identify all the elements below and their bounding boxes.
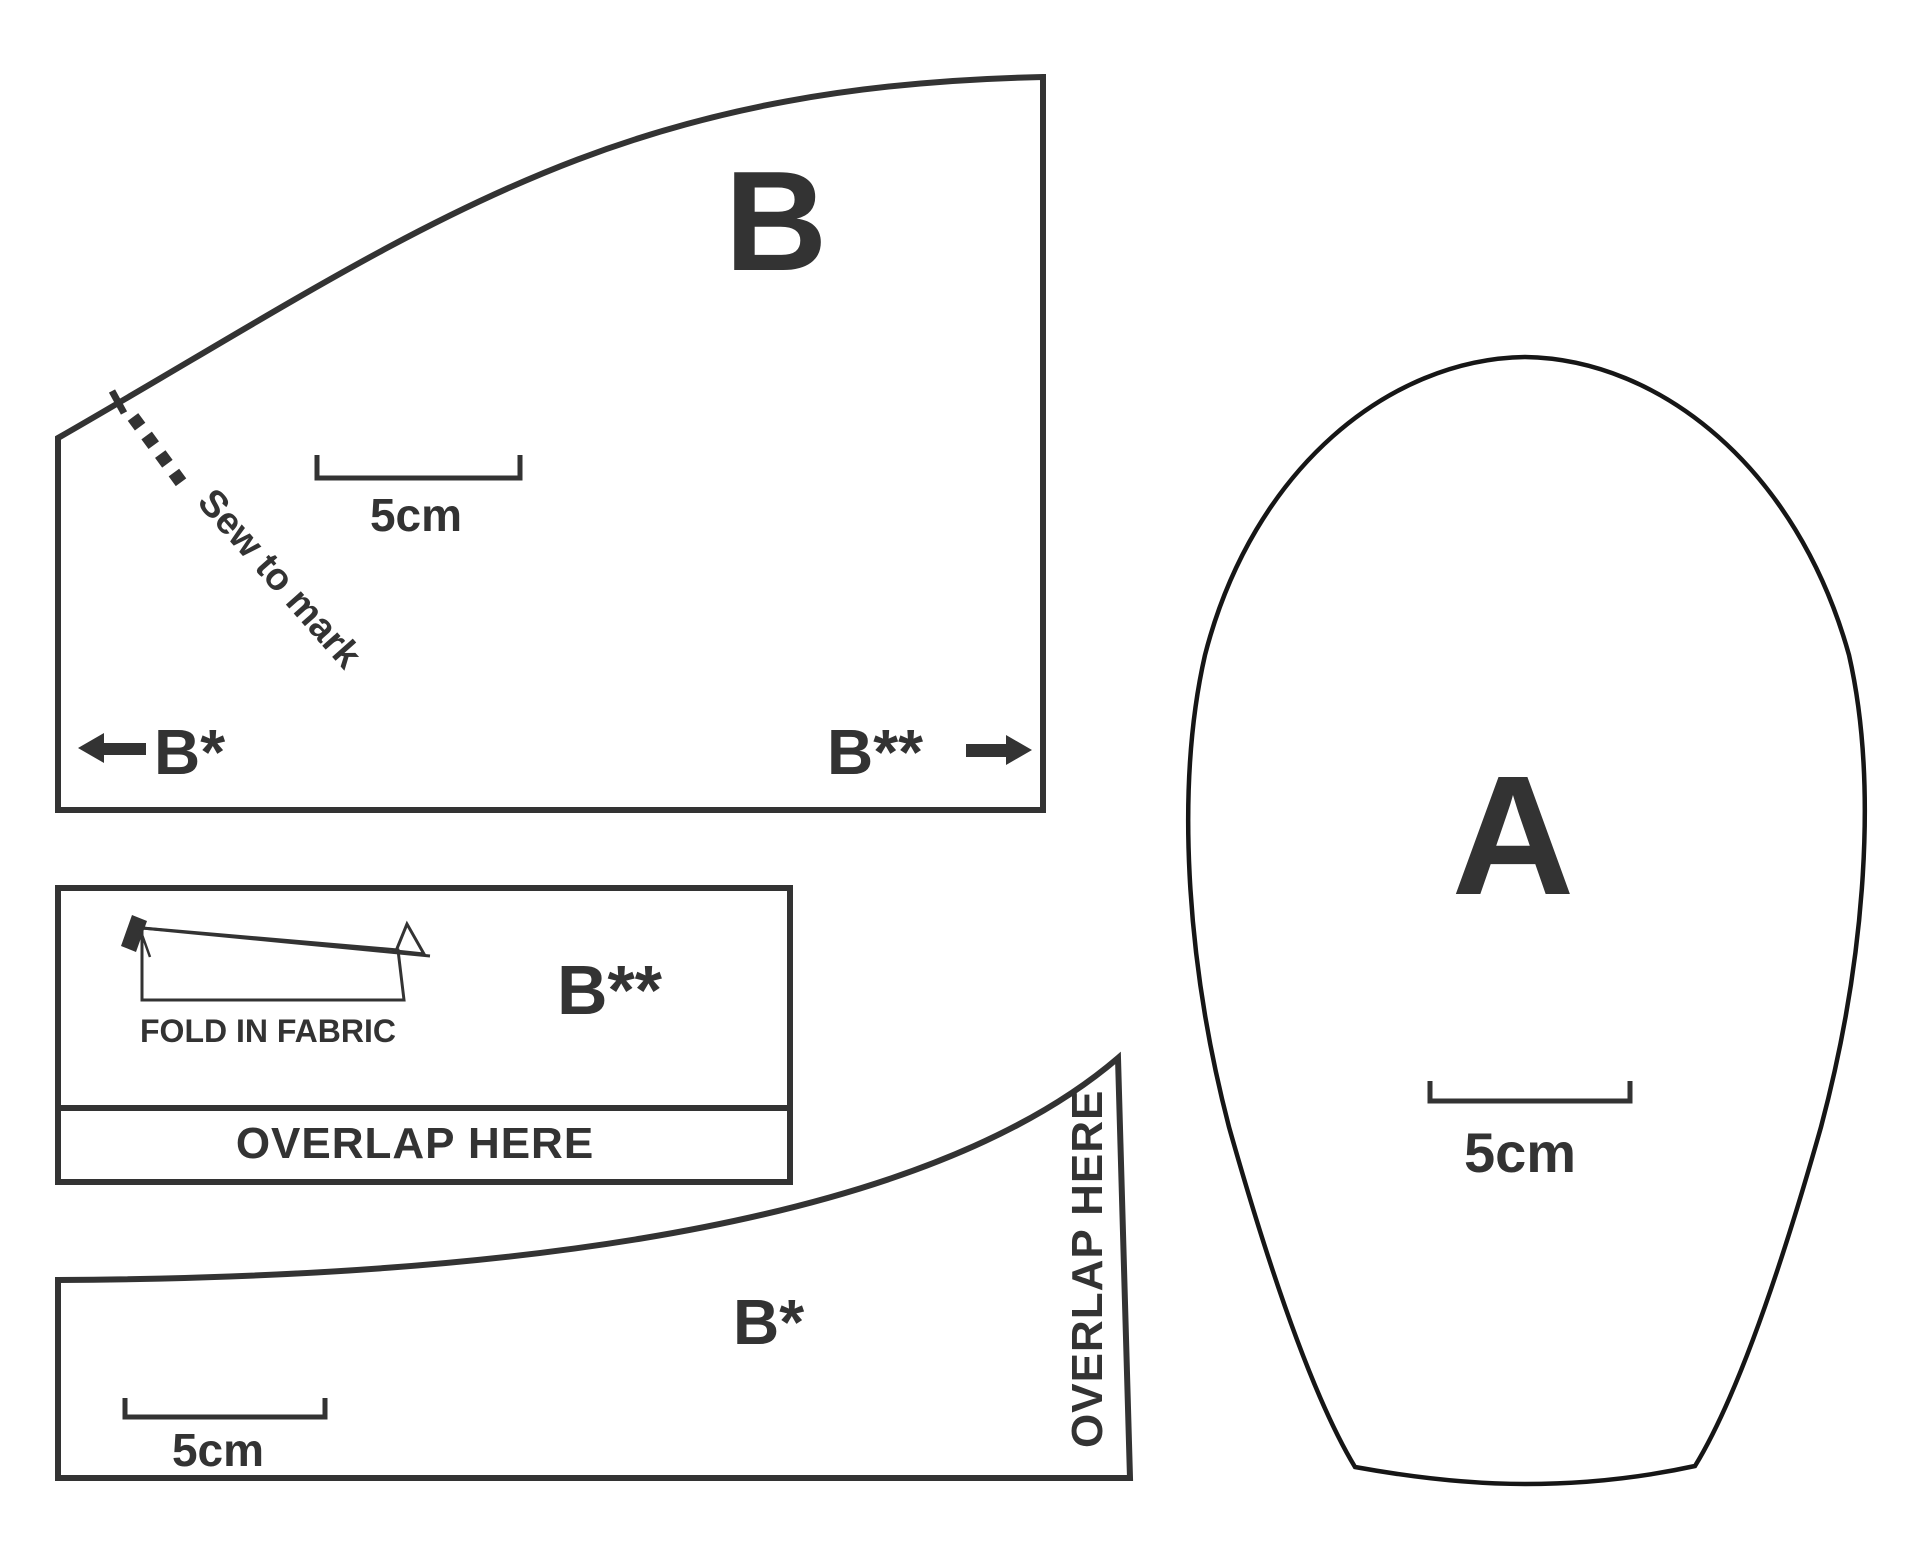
piece-b-outline <box>55 73 1046 813</box>
fold-right-triangle <box>393 920 427 956</box>
piece-b: Sew to mark 5cm B B* B** <box>55 73 1046 813</box>
piece-a-outline <box>1186 354 1868 1487</box>
piece-b-scale-label: 5cm <box>370 489 462 541</box>
left-arrow-icon <box>78 733 146 763</box>
piece-b-bottom-left-label: B* <box>154 716 225 788</box>
fold-flag-tail <box>138 928 152 958</box>
piece-b-star-scale-label: 5cm <box>172 1424 264 1476</box>
piece-b-bottom-right-label: B** <box>827 716 923 788</box>
panel-overlap-label: OVERLAP HERE <box>236 1119 594 1168</box>
fold-in-fabric-icon <box>121 915 431 1002</box>
piece-b-star-overlap-label: OVERLAP HERE <box>1063 1090 1112 1448</box>
panel-body <box>55 885 793 1111</box>
sew-dashed-line <box>127 413 192 493</box>
piece-b-star-scale-bar <box>122 1398 328 1420</box>
piece-b-label: B <box>725 142 828 301</box>
panel-piece-label: B** <box>557 951 663 1029</box>
piece-b-scale-bar <box>314 455 523 481</box>
sew-notch-tick <box>108 389 128 415</box>
fold-body <box>140 926 406 1002</box>
piece-a-scale-bar <box>1427 1081 1633 1104</box>
piece-b-star: B* OVERLAP HERE 5cm <box>55 1051 1134 1481</box>
panel-overlap-strip <box>55 1105 793 1185</box>
piece-a-scale-label: 5cm <box>1464 1121 1576 1184</box>
piece-b-star-outline <box>55 1051 1134 1481</box>
piece-a: A 5cm <box>1186 354 1868 1487</box>
fold-flag <box>121 915 147 952</box>
piece-b-star-label: B* <box>733 1286 804 1358</box>
fold-note-label: FOLD IN FABRIC <box>140 1013 396 1049</box>
right-arrow-icon <box>966 735 1032 765</box>
piece-a-label: A <box>1452 741 1575 931</box>
piece-b-overlap-panel: FOLD IN FABRIC B** OVERLAP HERE <box>55 885 793 1185</box>
fold-flap-line <box>141 926 431 958</box>
